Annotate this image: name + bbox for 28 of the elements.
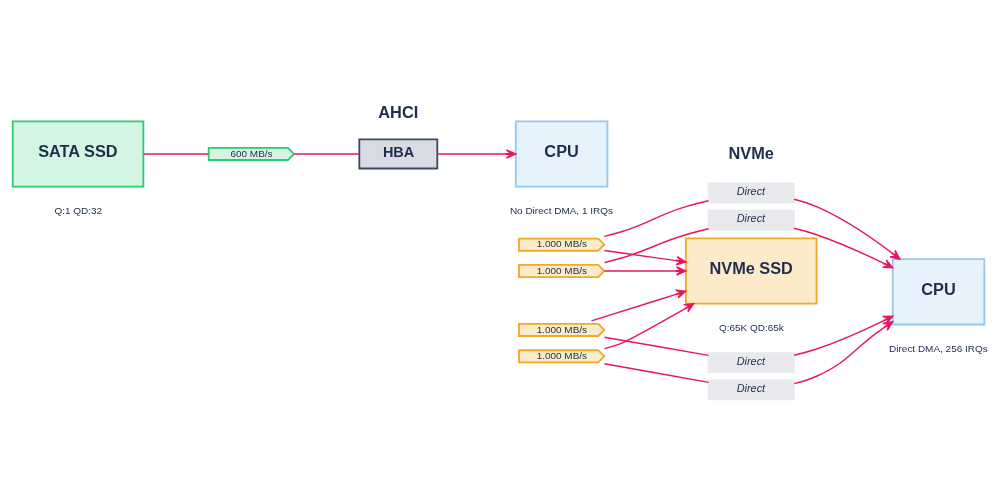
- node-label: Q:65K QD:65k: [719, 321, 784, 333]
- label: NVMe: [728, 143, 774, 162]
- node-box: Direct: [707, 209, 795, 231]
- arrow: [793, 320, 894, 384]
- node-box: Direct: [707, 351, 795, 373]
- arrow: [603, 249, 687, 265]
- connector: [603, 227, 710, 263]
- node-box: SATA SSD: [11, 119, 145, 188]
- connector: [603, 336, 710, 356]
- node-box: Direct: [707, 378, 795, 400]
- connector: [603, 362, 710, 383]
- connector: [142, 152, 210, 155]
- arrow: [436, 148, 517, 159]
- node-label: No Direct DMA, 1 IRQs: [509, 204, 613, 216]
- connector: [293, 152, 360, 155]
- node-label: Direct DMA, 256 IRQs: [889, 342, 988, 354]
- node-box: Direct: [707, 182, 795, 203]
- arrow: [793, 198, 901, 260]
- node-box: NVMe SSD: [685, 236, 818, 305]
- node-label: Q:1 QD:32: [54, 204, 103, 216]
- arrow: [603, 302, 695, 349]
- connector: [603, 199, 710, 237]
- label: AHCI: [378, 102, 419, 121]
- node-box: HBA: [358, 138, 439, 169]
- node-box: CPU: [891, 257, 986, 325]
- node-box: CPU: [514, 119, 609, 188]
- arrow: [603, 265, 687, 276]
- arrow: [590, 288, 687, 322]
